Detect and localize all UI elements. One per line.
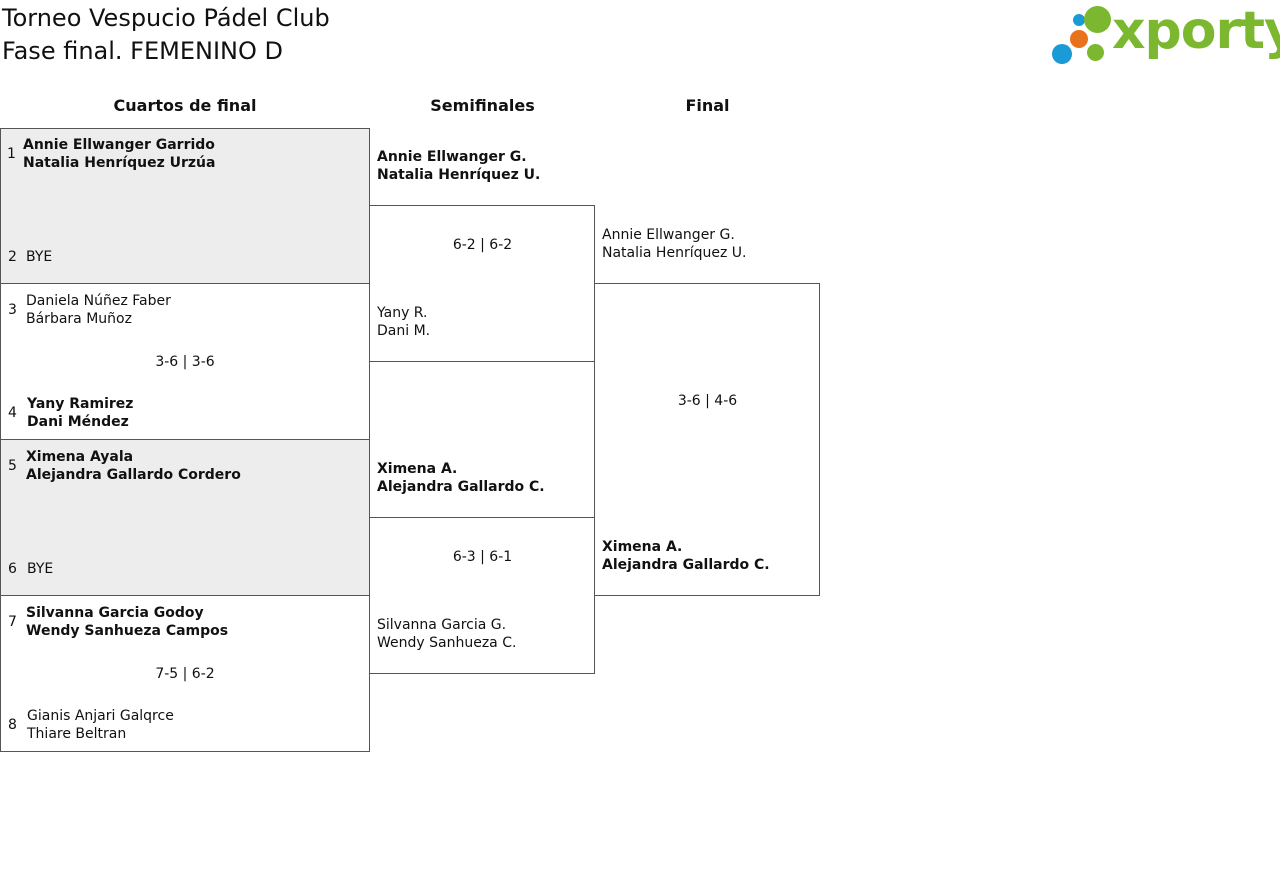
player-name: Natalia Henríquez Urzúa — [23, 155, 216, 171]
match-score: 7-5 | 6-2 — [155, 666, 215, 682]
bye-label: BYE — [27, 561, 54, 577]
bye-label: BYE — [26, 249, 53, 265]
player-name: Gianis Anjari Galqrce — [27, 708, 174, 724]
team-entry: Annie Ellwanger G. Natalia Henríquez U. — [602, 226, 746, 262]
team-entry: Ximena Ayala Alejandra Gallardo Cordero — [26, 448, 241, 484]
player-name: Annie Ellwanger Garrido — [23, 137, 215, 153]
logo-dot-blue-icon — [1052, 44, 1072, 64]
seed-number: 4 — [8, 405, 17, 421]
player-name: Bárbara Muñoz — [26, 311, 132, 327]
seed-number: 2 — [8, 249, 17, 265]
player-name: Alejandra Gallardo Cordero — [26, 467, 241, 483]
player-name: Natalia Henríquez U. — [377, 167, 541, 183]
player-name: Ximena A. — [602, 539, 683, 555]
team-entry: Yany Ramirez Dani Méndez — [27, 395, 133, 431]
seed-number: 3 — [8, 302, 17, 318]
match-score: 6-2 | 6-2 — [452, 237, 513, 253]
xporty-logo: xporty — [1050, 1, 1280, 66]
logo-dot-orange-icon — [1070, 30, 1088, 48]
round-header-final: Final — [685, 96, 730, 115]
team-entry: Annie Ellwanger Garrido Natalia Henríque… — [23, 136, 215, 172]
team-entry: Ximena A. Alejandra Gallardo C. — [602, 538, 770, 574]
seed-number: 6 — [8, 561, 17, 577]
player-name: Daniela Núñez Faber — [26, 293, 171, 309]
tournament-title: Torneo Vespucio Pádel Club — [2, 4, 330, 32]
team-entry: Ximena A. Alejandra Gallardo C. — [377, 460, 545, 496]
player-name: Annie Ellwanger G. — [602, 227, 735, 243]
logo-text: xporty — [1112, 1, 1280, 61]
team-entry: Daniela Núñez Faber Bárbara Muñoz — [26, 292, 171, 328]
phase-subtitle: Fase final. FEMENINO D — [2, 37, 283, 65]
match-score: 6-3 | 6-1 — [452, 549, 513, 565]
player-name: Yany Ramirez — [27, 396, 134, 412]
player-name: Ximena Ayala — [26, 449, 134, 465]
team-entry: Gianis Anjari Galqrce Thiare Beltran — [27, 707, 174, 743]
team-entry: Silvanna Garcia Godoy Wendy Sanhueza Cam… — [26, 604, 228, 640]
seed-number: 7 — [8, 614, 17, 630]
player-name: Silvanna Garcia G. — [377, 617, 507, 633]
round-header-semifinals: Semifinales — [430, 96, 535, 115]
player-name: Annie Ellwanger G. — [377, 149, 527, 165]
player-name: Wendy Sanhueza C. — [377, 635, 517, 651]
logo-dot-green-small-icon — [1087, 44, 1104, 61]
match-score: 3-6 | 4-6 — [677, 393, 738, 409]
team-entry: Annie Ellwanger G. Natalia Henríquez U. — [377, 148, 540, 184]
team-entry: Silvanna Garcia G. Wendy Sanhueza C. — [377, 616, 516, 652]
seed-number: 8 — [8, 717, 17, 733]
player-name: Silvanna Garcia Godoy — [26, 605, 204, 621]
player-name: Dani Méndez — [27, 414, 129, 430]
player-name: Alejandra Gallardo C. — [377, 479, 545, 495]
seed-number: 1 — [7, 146, 16, 162]
player-name: Alejandra Gallardo C. — [602, 557, 770, 573]
player-name: Yany R. — [377, 305, 428, 321]
team-entry: Yany R. Dani M. — [377, 304, 430, 340]
seed-number: 5 — [8, 458, 17, 474]
player-name: Wendy Sanhueza Campos — [26, 623, 229, 639]
match-score: 3-6 | 3-6 — [155, 354, 215, 370]
logo-dot-green-icon — [1084, 6, 1111, 33]
player-name: Ximena A. — [377, 461, 458, 477]
player-name: Natalia Henríquez U. — [602, 245, 747, 261]
final-match — [594, 283, 820, 596]
player-name: Thiare Beltran — [27, 726, 127, 742]
round-header-quarterfinals: Cuartos de final — [113, 96, 257, 115]
logo-dot-small-icon — [1073, 14, 1085, 26]
player-name: Dani M. — [377, 323, 431, 339]
